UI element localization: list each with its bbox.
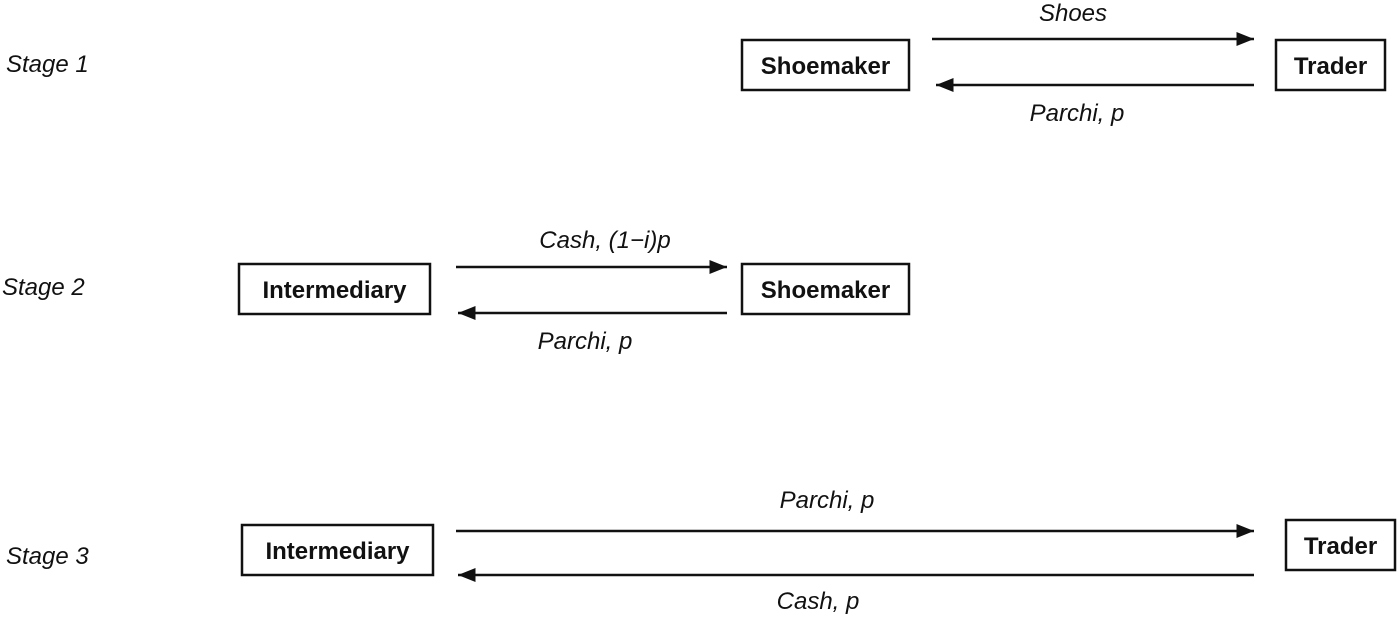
stage-1-trader-label: Trader [1294, 53, 1367, 80]
stage-3-cash-label: Cash, p [777, 588, 860, 615]
stage-3-trader-box: Trader [1284, 518, 1397, 572]
stage-1-parchi-label: Parchi, p [1030, 100, 1125, 127]
stage-1-shoemaker-label: Shoemaker [761, 53, 890, 80]
stage-2-shoemaker-box: Shoemaker [740, 262, 911, 316]
stage-1: Stage 1 Shoemaker Trader Shoes Parchi, p [6, 0, 1387, 127]
stage-2-label: Stage 2 [2, 274, 85, 301]
stage-2-intermediary-label: Intermediary [262, 277, 407, 304]
stage-1-trader-box: Trader [1274, 38, 1387, 92]
stage-3: Stage 3 Intermediary Trader Parchi, p Ca… [6, 487, 1397, 615]
stage-1-shoes-label: Shoes [1039, 0, 1107, 27]
stage-2-intermediary-box: Intermediary [237, 262, 432, 316]
stage-3-intermediary-box: Intermediary [240, 523, 435, 577]
stage-3-trader-label: Trader [1304, 533, 1377, 560]
stage-2-parchi-label: Parchi, p [538, 328, 633, 355]
stage-2-cash-label: Cash, (1−i)p [539, 227, 670, 254]
stage-1-shoemaker-box: Shoemaker [740, 38, 911, 92]
stage-3-label: Stage 3 [6, 543, 89, 570]
stage-3-intermediary-label: Intermediary [265, 538, 410, 565]
stage-3-parchi-label: Parchi, p [780, 487, 875, 514]
stage-1-label: Stage 1 [6, 51, 89, 78]
stage-2-shoemaker-label: Shoemaker [761, 277, 890, 304]
stage-2: Stage 2 Intermediary Shoemaker Cash, (1−… [2, 227, 911, 355]
